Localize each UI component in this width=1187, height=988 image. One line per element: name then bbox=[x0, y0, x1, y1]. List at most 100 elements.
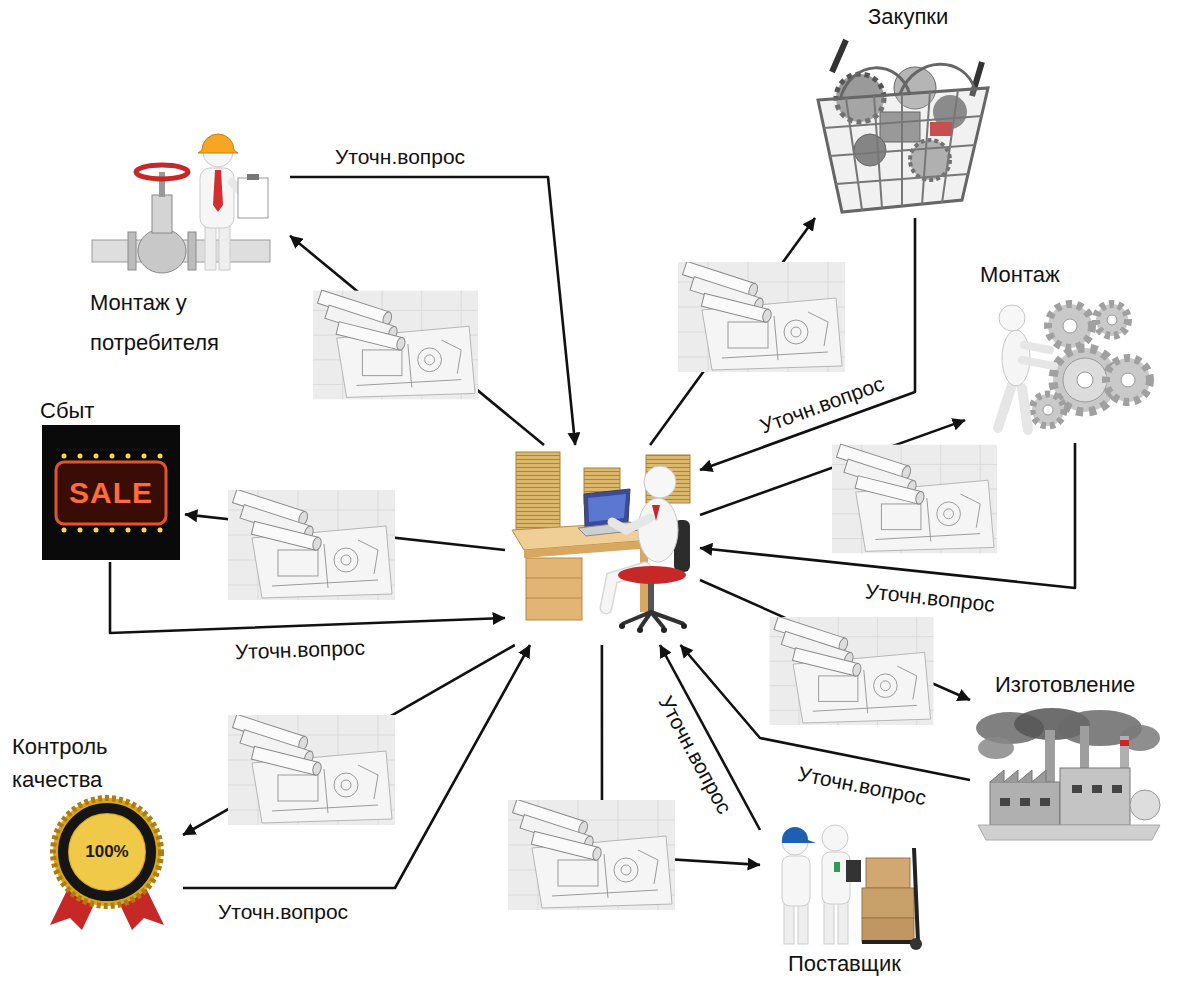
picture-text: SALE bbox=[69, 476, 153, 510]
illustration-part bbox=[838, 902, 848, 944]
edge-label: Уточн.вопрос bbox=[861, 579, 999, 617]
illustration-part bbox=[910, 938, 922, 950]
illustration-part bbox=[1020, 798, 1030, 806]
illustration-part bbox=[128, 232, 136, 270]
supplier-figures bbox=[782, 825, 922, 950]
illustration-part bbox=[782, 856, 810, 906]
illustration-part bbox=[78, 454, 83, 459]
node-box: Монтаж у потребителя bbox=[85, 130, 290, 365]
illustration-part bbox=[126, 528, 131, 533]
node-label: Контроль качества bbox=[12, 730, 177, 796]
edge-label: Уточн.вопрос bbox=[652, 689, 738, 820]
blueprint-sheet bbox=[313, 290, 478, 399]
illustration-part bbox=[681, 623, 687, 629]
illustration-part bbox=[94, 454, 99, 459]
illustration-part bbox=[526, 558, 582, 620]
illustration-part bbox=[188, 232, 196, 270]
illustration-part bbox=[644, 466, 676, 498]
illustration-part bbox=[1106, 358, 1150, 402]
node-box: Контроль качества bbox=[8, 728, 183, 928]
illustration-part bbox=[516, 452, 560, 530]
illustration-part bbox=[618, 566, 686, 584]
parts-basket bbox=[818, 40, 988, 212]
illustration-part bbox=[1077, 372, 1093, 388]
illustration-part bbox=[862, 918, 914, 942]
node-box: Изготовление bbox=[970, 668, 1182, 846]
illustration-part bbox=[247, 174, 259, 180]
illustration-part bbox=[56, 462, 166, 524]
illustration-part bbox=[62, 528, 67, 533]
blueprint-sheet bbox=[228, 489, 395, 600]
blueprint-sheet bbox=[508, 799, 675, 910]
illustration-part bbox=[62, 454, 67, 459]
node-box: Закупки bbox=[800, 2, 995, 218]
node-label: Монтаж у потребителя bbox=[90, 283, 260, 363]
illustration-part bbox=[818, 88, 988, 212]
illustration-part bbox=[824, 90, 982, 210]
illustration-part bbox=[126, 454, 131, 459]
illustration-part bbox=[822, 852, 850, 904]
node-box bbox=[505, 445, 700, 645]
illustration-part bbox=[999, 305, 1025, 331]
illustration-part bbox=[142, 528, 147, 533]
illustration-part bbox=[782, 827, 816, 843]
illustration-part bbox=[524, 540, 652, 558]
illustration-part bbox=[824, 902, 834, 944]
illustration-part bbox=[138, 229, 186, 273]
illustration-part bbox=[798, 904, 808, 944]
edge-label: Уточн.вопрос bbox=[754, 370, 890, 439]
illustration-part bbox=[136, 165, 188, 179]
illustration-part bbox=[142, 454, 147, 459]
node-label: Закупки bbox=[868, 4, 948, 30]
illustration-part bbox=[1130, 790, 1160, 820]
illustration-part bbox=[205, 224, 216, 270]
illustration-part bbox=[1060, 768, 1130, 825]
blueprint-sheet bbox=[228, 714, 395, 825]
illustration-part bbox=[1063, 358, 1107, 402]
illustration-part bbox=[834, 862, 840, 872]
illustration-part bbox=[1072, 785, 1082, 793]
sale-sign bbox=[42, 425, 180, 560]
illustration-part bbox=[619, 623, 625, 629]
illustration-part bbox=[1112, 785, 1122, 793]
illustration-part bbox=[158, 528, 163, 533]
illustration-part bbox=[1043, 405, 1053, 415]
illustration-part bbox=[652, 505, 660, 521]
illustration-part bbox=[846, 860, 861, 882]
connector-arrow bbox=[290, 236, 544, 445]
edge-label: Уточн.вопрос bbox=[215, 900, 351, 924]
node-box: Монтаж bbox=[965, 258, 1160, 443]
illustration-part bbox=[1120, 740, 1129, 746]
illustration-part bbox=[1107, 315, 1117, 325]
illustration-part bbox=[526, 578, 582, 579]
picture-text: 100% bbox=[85, 842, 128, 862]
illustration-part bbox=[588, 494, 626, 522]
illustration-part bbox=[159, 172, 165, 197]
illustration-part bbox=[158, 454, 163, 459]
illustration-part bbox=[822, 825, 848, 851]
blueprint-sheet bbox=[832, 444, 997, 553]
illustration-part bbox=[637, 627, 643, 633]
illustration-part bbox=[1032, 394, 1064, 426]
illustration-part bbox=[1092, 785, 1102, 793]
illustration-part bbox=[110, 454, 115, 459]
illustration-part bbox=[152, 195, 172, 233]
illustration-part bbox=[200, 168, 234, 228]
connector-arrow bbox=[290, 177, 575, 445]
illustration-part bbox=[661, 627, 667, 633]
illustration-part bbox=[94, 528, 99, 533]
edge-label: Уточн.вопрос bbox=[332, 145, 468, 169]
illustration-part bbox=[1040, 798, 1050, 806]
illustration-part bbox=[1022, 345, 1054, 366]
node-label: Сбыт bbox=[40, 398, 94, 424]
illustration-part bbox=[840, 68, 910, 100]
connector-arrow bbox=[183, 645, 530, 888]
illustration-part bbox=[978, 737, 1014, 759]
illustration-part bbox=[78, 528, 83, 533]
node-label: Поставщик bbox=[788, 951, 901, 977]
illustration-part bbox=[1121, 373, 1135, 387]
connector-arrow bbox=[183, 645, 515, 835]
factory bbox=[976, 708, 1160, 840]
